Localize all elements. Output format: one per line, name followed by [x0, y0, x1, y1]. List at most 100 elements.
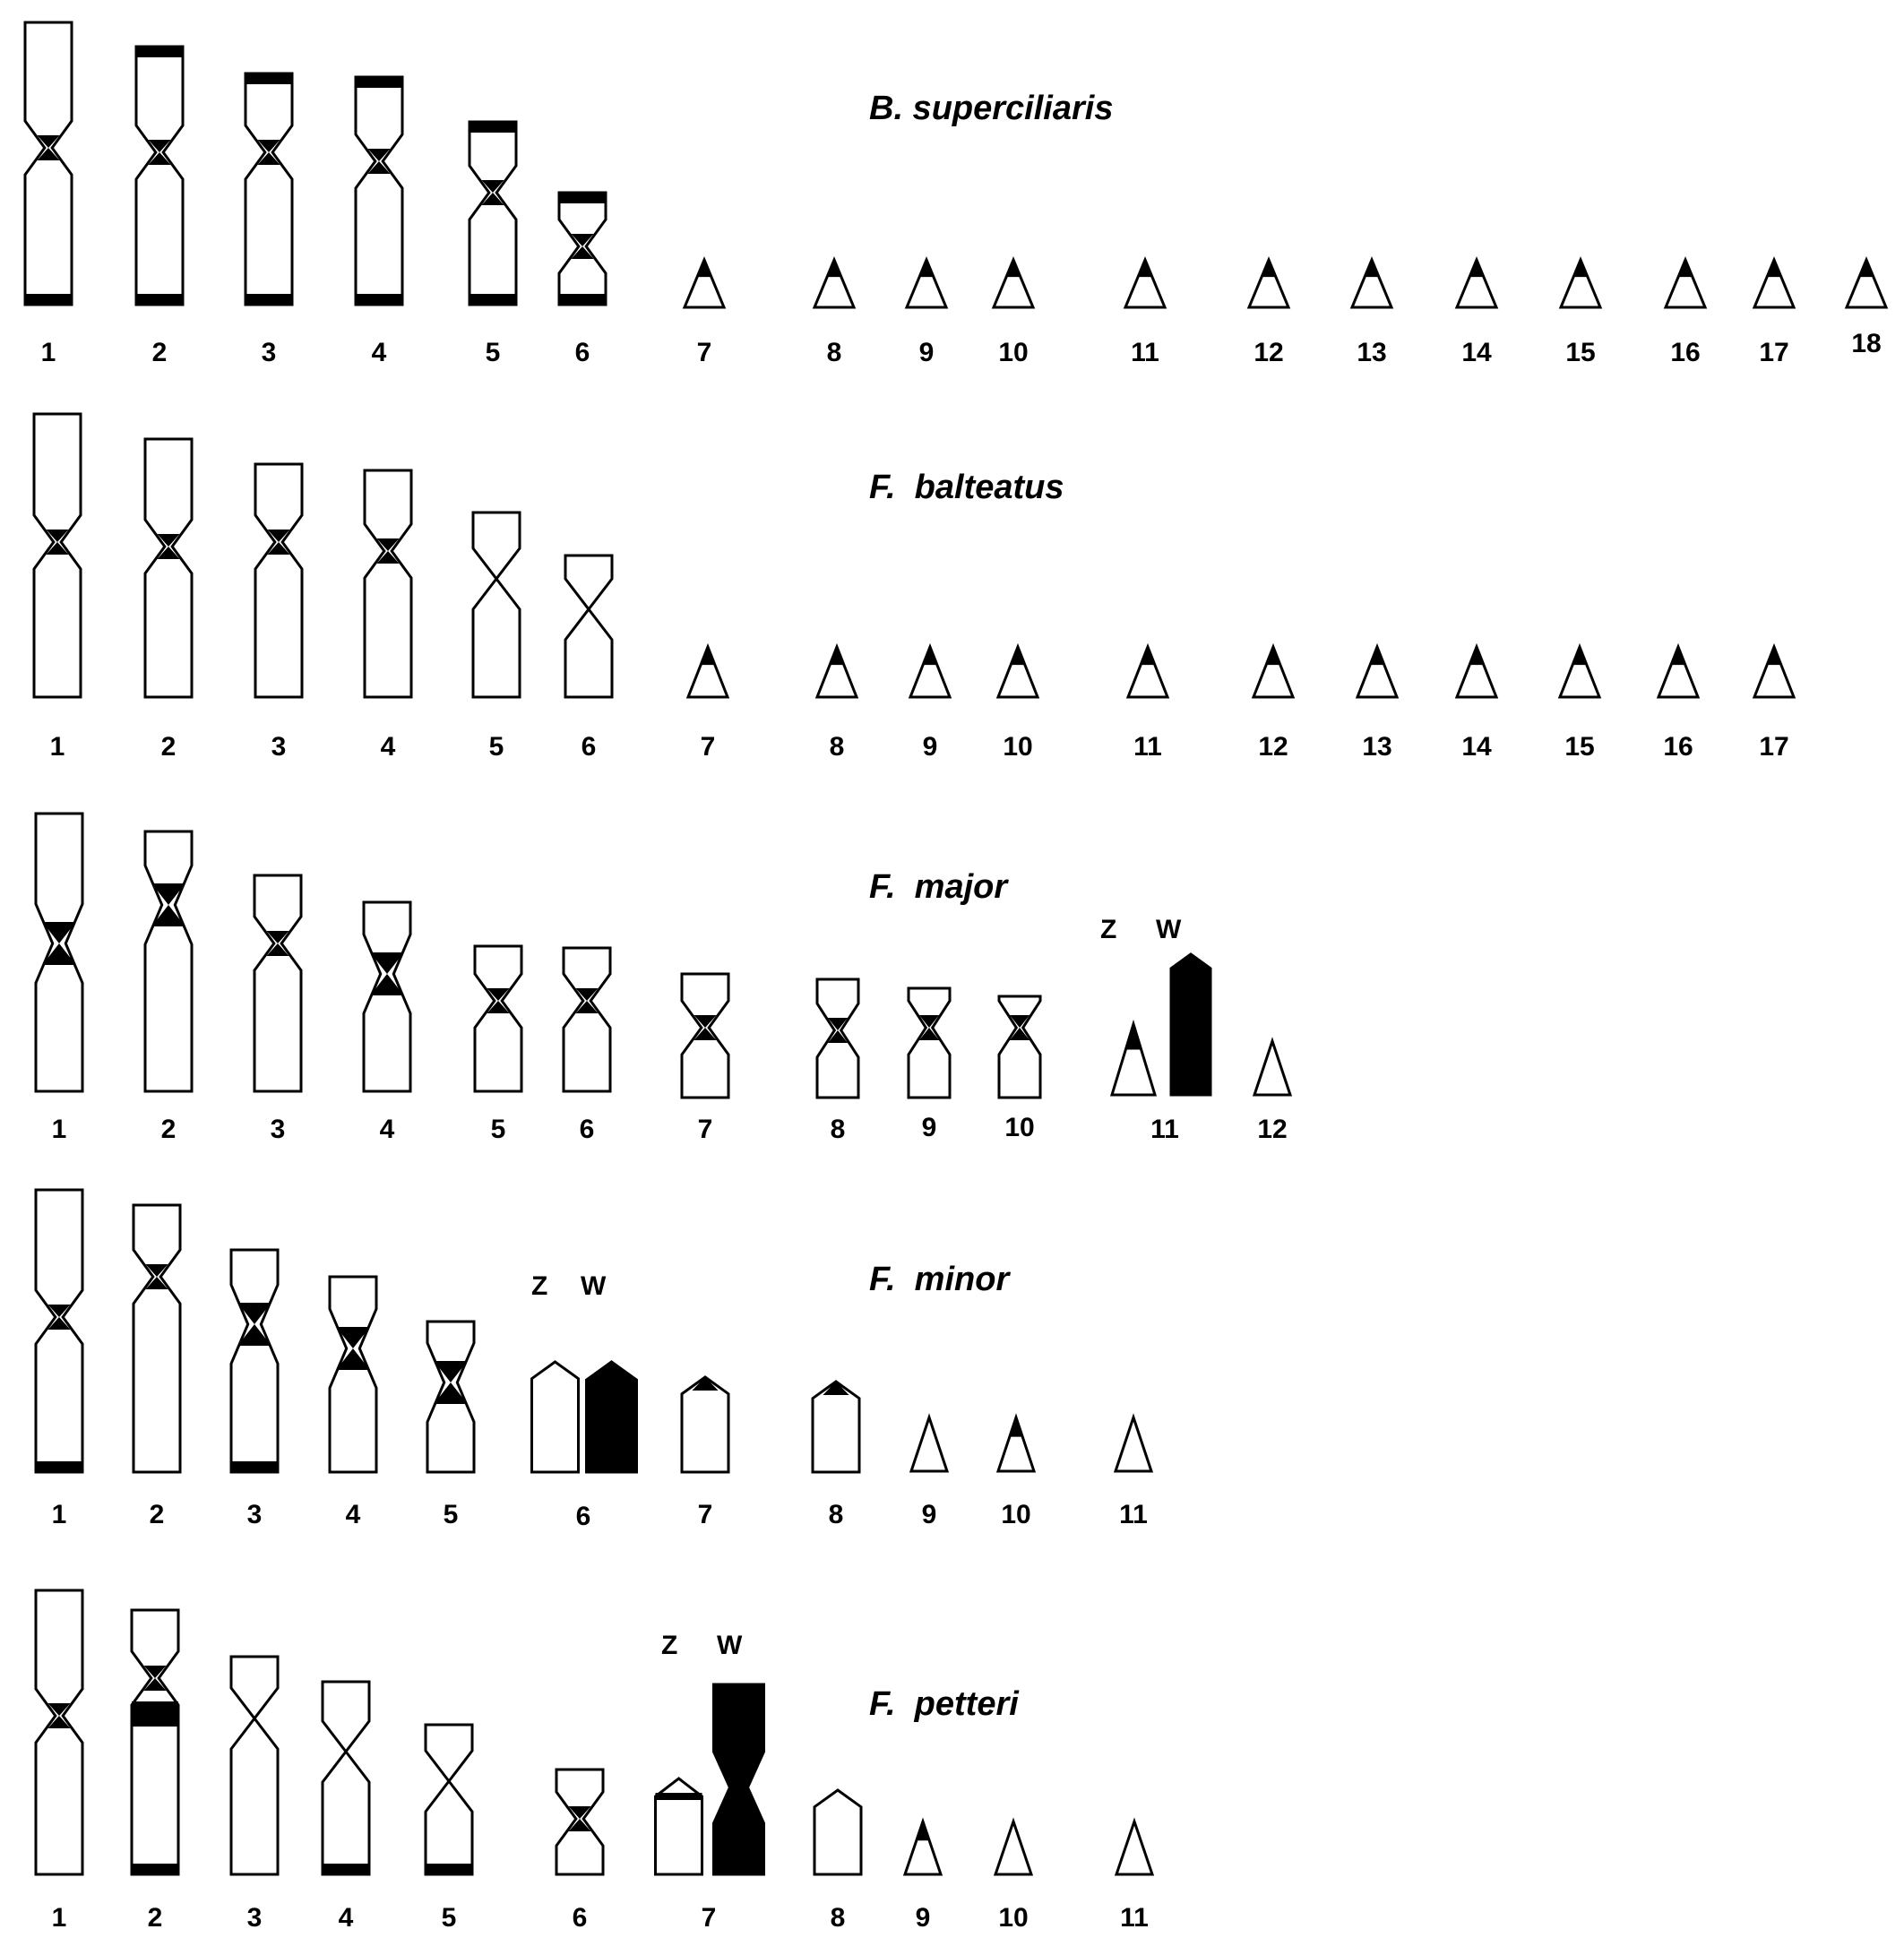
- chromosome-3: [229, 1655, 280, 1876]
- heterochromatin-band: [559, 294, 606, 305]
- chromosome-9: [907, 986, 952, 1099]
- heterochromatin-band: [559, 193, 606, 203]
- chromosome-8: [812, 256, 857, 309]
- centromere-mark: [1678, 260, 1693, 278]
- chromosome-14: [1454, 256, 1499, 309]
- centromere-mark: [266, 931, 289, 956]
- centromere-mark: [376, 538, 400, 564]
- species-name-f-minor: F. minor: [869, 1261, 1011, 1298]
- centromere-mark: [46, 530, 69, 555]
- centromere-mark: [367, 149, 391, 174]
- centromere-mark: [143, 1666, 167, 1691]
- w-chromosome: [585, 1360, 638, 1474]
- centromere-mark: [370, 952, 404, 995]
- chromosome-number-label: 18: [1851, 329, 1881, 358]
- chromosome-5: [426, 1320, 476, 1474]
- centromere-mark: [145, 1264, 168, 1289]
- centromere-mark: [1572, 647, 1587, 666]
- heterochromatin-band: [246, 73, 292, 84]
- centromere-mark: [830, 647, 844, 666]
- chromosome-number-label: 1: [52, 1500, 67, 1529]
- chromosome-7: [680, 1375, 730, 1474]
- chromosome-number-label: 10: [1003, 732, 1032, 762]
- chromosome-number-label: 6: [575, 338, 590, 367]
- centromere-mark: [1262, 260, 1276, 278]
- chromosome-number-label: 7: [697, 338, 712, 367]
- chromosome-number-label: 5: [442, 1903, 457, 1933]
- sex-label-w-major: W: [1156, 915, 1182, 944]
- chromosome-number-label: 1: [41, 338, 56, 367]
- chromosome-number-label: 12: [1257, 1115, 1287, 1144]
- w-chromosome: [1169, 952, 1212, 1097]
- centromere-mark: [1370, 647, 1384, 666]
- chromosome-10: [997, 995, 1042, 1099]
- chromosome-number-label: 2: [150, 1500, 165, 1529]
- centromere-mark: [701, 647, 715, 666]
- centromere-mark: [1141, 647, 1155, 666]
- chromosome-17: [1752, 642, 1796, 699]
- centromere-mark: [568, 1806, 591, 1831]
- species-name-f-petteri: F. petteri: [869, 1685, 1020, 1723]
- species-name-f-balteatus: F. balteatus: [869, 469, 1064, 506]
- chromosome-number-label: 13: [1362, 732, 1391, 762]
- chromosome-1: [23, 21, 73, 306]
- chromosome-5: [473, 944, 523, 1093]
- centromere-mark: [47, 1703, 71, 1728]
- chromosome-number-label: 8: [830, 732, 845, 762]
- heterochromatin-band: [356, 294, 402, 305]
- chromosome-7: [680, 972, 730, 1099]
- chromosome-2: [143, 437, 194, 699]
- chromosome-6: [564, 554, 614, 699]
- chromosome-2: [143, 830, 194, 1093]
- chromosome-4: [363, 469, 413, 699]
- centromere-mark: [1011, 647, 1025, 666]
- centromere-mark: [827, 1018, 849, 1043]
- species-name-b-superciliaris: B. superciliaris: [869, 90, 1113, 127]
- chromosome-1: [34, 1188, 84, 1474]
- chromosome-number-label: 5: [444, 1500, 459, 1529]
- centromere-mark: [1009, 1417, 1023, 1437]
- centromere-mark: [571, 234, 594, 259]
- chromosome-6: [555, 1768, 605, 1876]
- centromere-mark: [257, 140, 280, 165]
- chromosome-3: [253, 874, 303, 1093]
- chromosome-8: [814, 642, 859, 699]
- centromere-mark: [148, 140, 171, 165]
- chromosome-number-label: 5: [486, 338, 501, 367]
- chromosome-number-label: 11: [1120, 1903, 1149, 1933]
- chromosome-10: [991, 256, 1036, 309]
- chromosome-14: [1454, 642, 1499, 699]
- chromosome-number-label: 6: [573, 1903, 588, 1933]
- chromosome-4: [321, 1680, 371, 1876]
- chromosome-number-label: 7: [698, 1115, 713, 1144]
- chromosome-number-label: 3: [262, 338, 277, 367]
- chromosome-11: [1113, 1413, 1154, 1473]
- heterochromatin-band: [470, 122, 516, 133]
- centromere-mark: [697, 260, 711, 278]
- centromere-mark: [1266, 647, 1280, 666]
- chromosome-1: [34, 1589, 84, 1876]
- chromosome-5: [471, 511, 521, 699]
- heterochromatin-band: [132, 1701, 178, 1727]
- heterochromatin-band: [36, 1461, 82, 1472]
- chromosome-number-label: 14: [1461, 732, 1492, 762]
- centromere-mark: [575, 988, 599, 1013]
- centromere-mark: [157, 534, 180, 559]
- z-chromosome: [654, 1777, 703, 1876]
- chromosome-13: [1355, 642, 1400, 699]
- chromosome-number-label: 10: [1001, 1500, 1030, 1529]
- centromere-mark: [1767, 647, 1781, 666]
- heterochromatin-band: [136, 47, 183, 57]
- chromosome-10: [993, 1817, 1034, 1876]
- chromosome-number-label: 10: [1004, 1113, 1034, 1142]
- chromosome-number-label: 6: [580, 1115, 595, 1144]
- chromosome-11: [1114, 1817, 1155, 1876]
- chromosome-number-label: 2: [161, 1115, 177, 1144]
- centromere-mark: [694, 1015, 717, 1040]
- chromosome-10: [995, 1413, 1037, 1473]
- chromosome-number-label: 16: [1670, 338, 1700, 367]
- chromosome-number-label: 1: [50, 732, 65, 762]
- species-name-f-major: F. major: [869, 868, 1009, 906]
- chromosome-number-label: 12: [1258, 732, 1288, 762]
